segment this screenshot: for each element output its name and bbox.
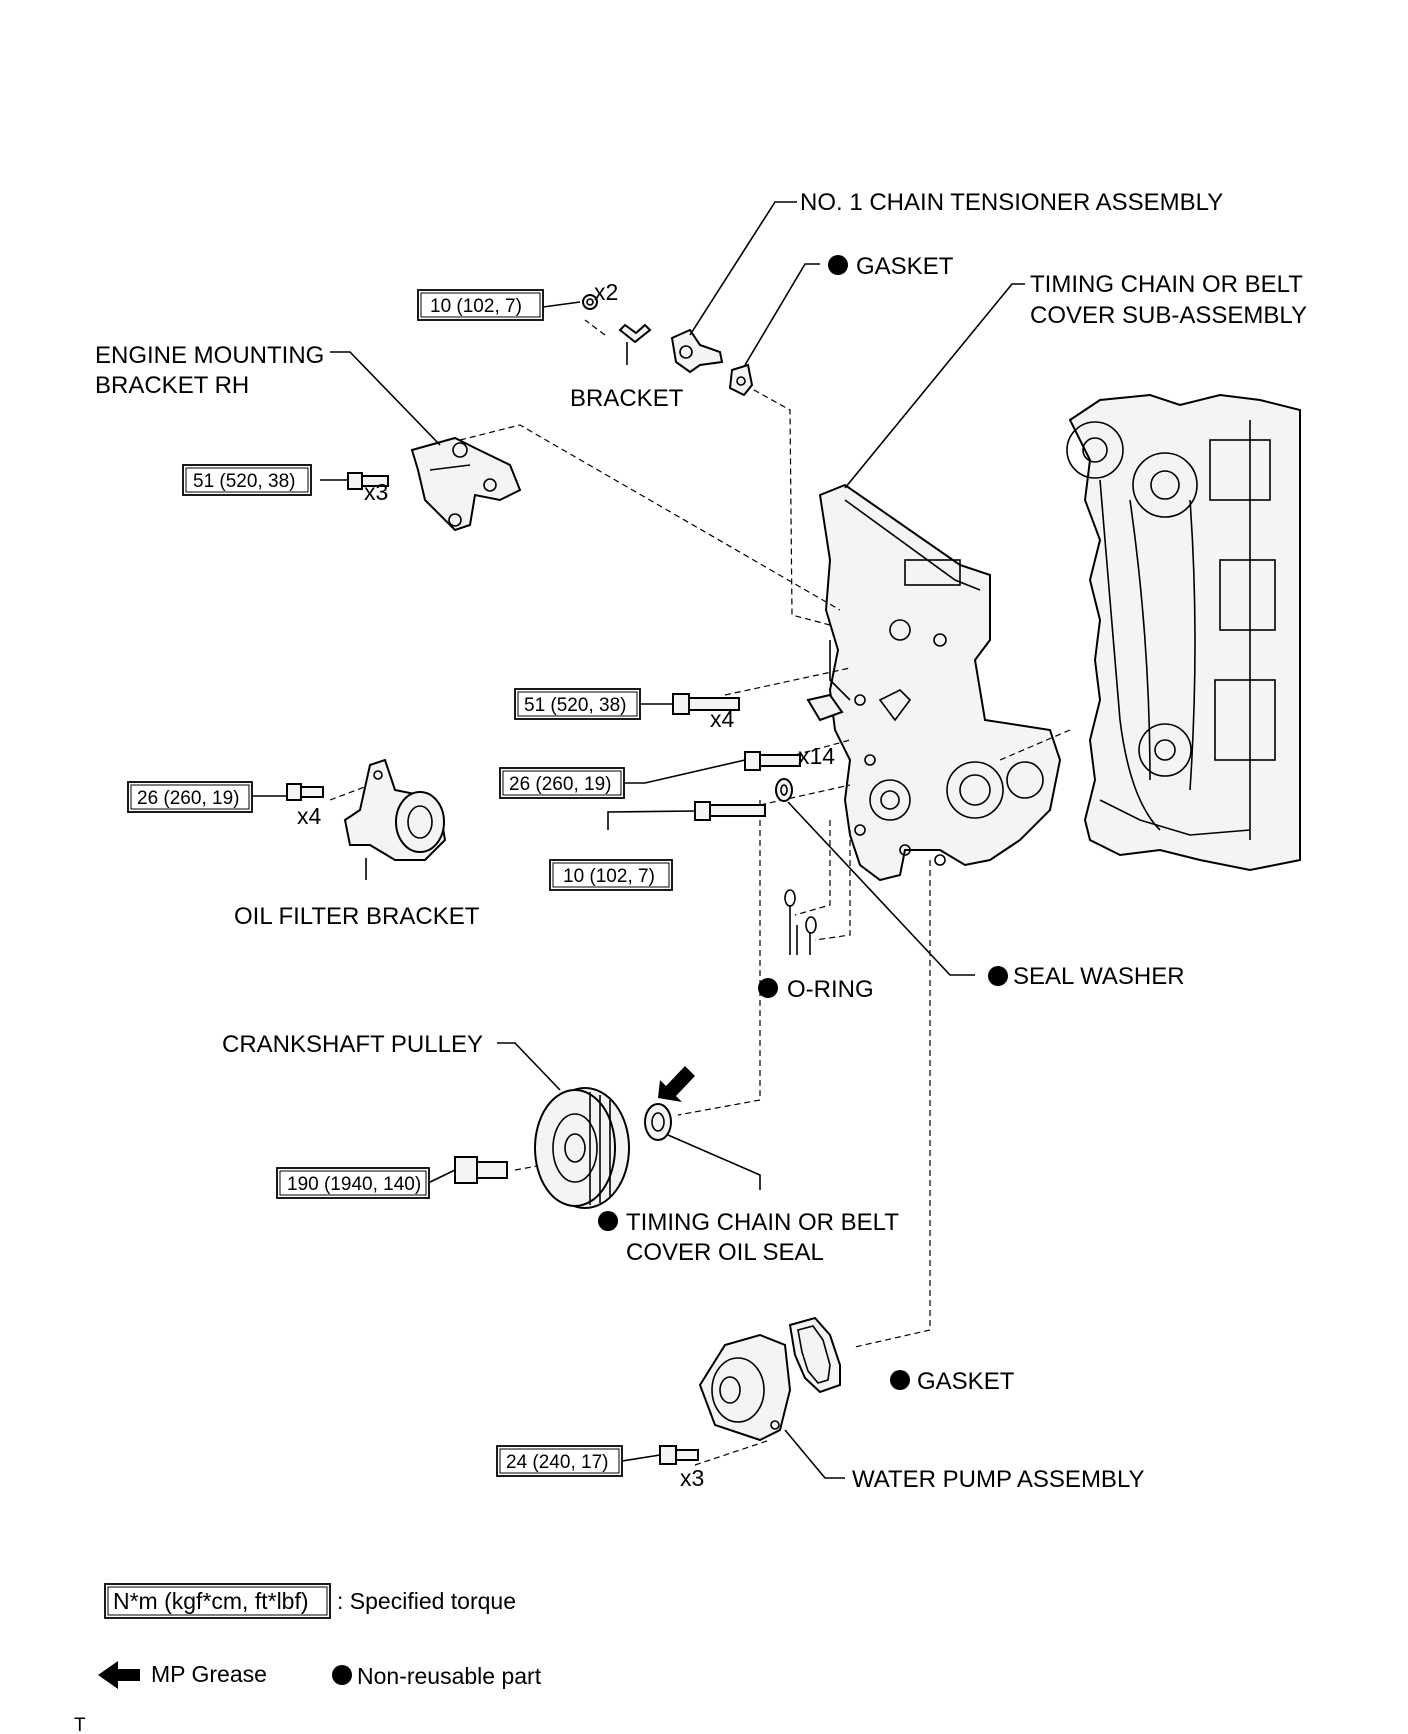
timing-cover [818, 483, 1062, 882]
torque-value: 26 (260, 19) [509, 774, 611, 795]
oil-seal-label-line2: COVER OIL SEAL [626, 1239, 824, 1266]
seal-washer-part [775, 778, 793, 802]
gasket-top-label: GASKET [856, 253, 954, 280]
filled-circle-icon [332, 1665, 352, 1685]
cover-bolt-short [694, 801, 766, 821]
cover-label-line2: COVER SUB-ASSEMBLY [1030, 302, 1307, 329]
nonreusable-icon [598, 1211, 618, 1231]
pulley-label: CRANKSHAFT PULLEY [222, 1031, 483, 1058]
water-pump-part [698, 1333, 792, 1442]
tensioner-label: NO. 1 CHAIN TENSIONER ASSEMBLY [800, 189, 1223, 216]
mount-bolt [347, 472, 389, 490]
torque-oil-filter-bolts: 26 (260, 19) [127, 781, 253, 813]
torque-value: 10 (102, 7) [430, 296, 522, 317]
torque-cover-bolts-long: 51 (520, 38) [514, 688, 641, 720]
oil-filter-label: OIL FILTER BRACKET [234, 903, 480, 930]
water-pump-gasket-part [788, 1316, 841, 1394]
legend-torque-box: N*m (kgf*cm, ft*lbf) [113, 1588, 309, 1614]
qty-cover-bolts-long: x4 [710, 706, 735, 732]
cover-bolt-long [672, 693, 740, 715]
nonreusable-icon [890, 1370, 910, 1390]
cover-bolt-mid [744, 751, 801, 771]
torque-mount-bolts: 51 (520, 38) [182, 464, 312, 496]
legend-grease-text: MP Grease [151, 1661, 267, 1687]
bracket-label: BRACKET [570, 385, 684, 412]
engine-mounting-bracket-part [410, 436, 522, 532]
torque-value: 26 (260, 19) [137, 788, 239, 809]
mp-grease-arrow [658, 1066, 695, 1102]
torque-cover-bolts-mid: 26 (260, 19) [499, 767, 625, 799]
leader-lines [251, 201, 1025, 1479]
seal-washer-label: SEAL WASHER [1013, 963, 1185, 990]
bracket-part [618, 323, 652, 344]
oil-filter-bolt [286, 783, 324, 801]
mount-label-line2: BRACKET RH [95, 372, 249, 399]
qty-mount-bolts: x3 [364, 479, 388, 505]
nonreusable-icon [758, 978, 778, 998]
gasket-pump-label: GASKET [917, 1368, 1015, 1395]
oil-filter-bracket-part [343, 758, 447, 861]
water-pump-label: WATER PUMP ASSEMBLY [852, 1466, 1145, 1493]
nonreusable-icon [828, 255, 848, 275]
oil-seal-label-line1: TIMING CHAIN OR BELT [626, 1209, 899, 1236]
pulley-bolt [454, 1156, 508, 1184]
torque-pulley-bolt: 190 (1940, 140) [276, 1167, 430, 1199]
torque-pump-bolts: 24 (240, 17) [496, 1445, 623, 1477]
oil-seal-part [644, 1103, 672, 1141]
engine-block [1066, 393, 1301, 872]
bracket-nut [582, 294, 598, 310]
qty-bracket-nut: x2 [594, 279, 618, 305]
torque-value: 10 (102, 7) [563, 866, 655, 887]
torque-value: 24 (240, 17) [506, 1452, 608, 1473]
legend-nonreusable-text: Non-reusable part [357, 1663, 542, 1689]
tensioner-gasket-part [728, 363, 754, 397]
qty-cover-bolts-mid: x14 [798, 743, 835, 769]
legend: N*m (kgf*cm, ft*lbf) : Specified torque … [98, 1583, 542, 1689]
chain-tensioner-part [670, 328, 724, 374]
legend-torque-text: : Specified torque [337, 1588, 516, 1614]
torque-value: 51 (520, 38) [193, 471, 295, 492]
crankshaft-pulley-part [534, 1087, 630, 1209]
pump-bolt [659, 1445, 699, 1465]
cover-label-line1: TIMING CHAIN OR BELT [1030, 271, 1303, 298]
qty-oil-filter-bolts: x4 [297, 803, 322, 829]
o-ring-label: O-RING [787, 976, 874, 1003]
cover-valve-part [806, 693, 844, 722]
footer-mark: T [74, 1715, 86, 1734]
torque-cover-bolts-short: 10 (102, 7) [549, 859, 673, 891]
assembly-paths [329, 319, 1071, 1466]
left-arrow-icon [98, 1661, 140, 1689]
nonreusable-icon [988, 966, 1008, 986]
torque-bracket-nut: 10 (102, 7) [417, 289, 544, 321]
torque-value: 190 (1940, 140) [287, 1174, 421, 1195]
qty-pump-bolts: x3 [680, 1465, 704, 1491]
mount-label-line1: ENGINE MOUNTING [95, 342, 324, 369]
torque-value: 51 (520, 38) [524, 695, 626, 716]
